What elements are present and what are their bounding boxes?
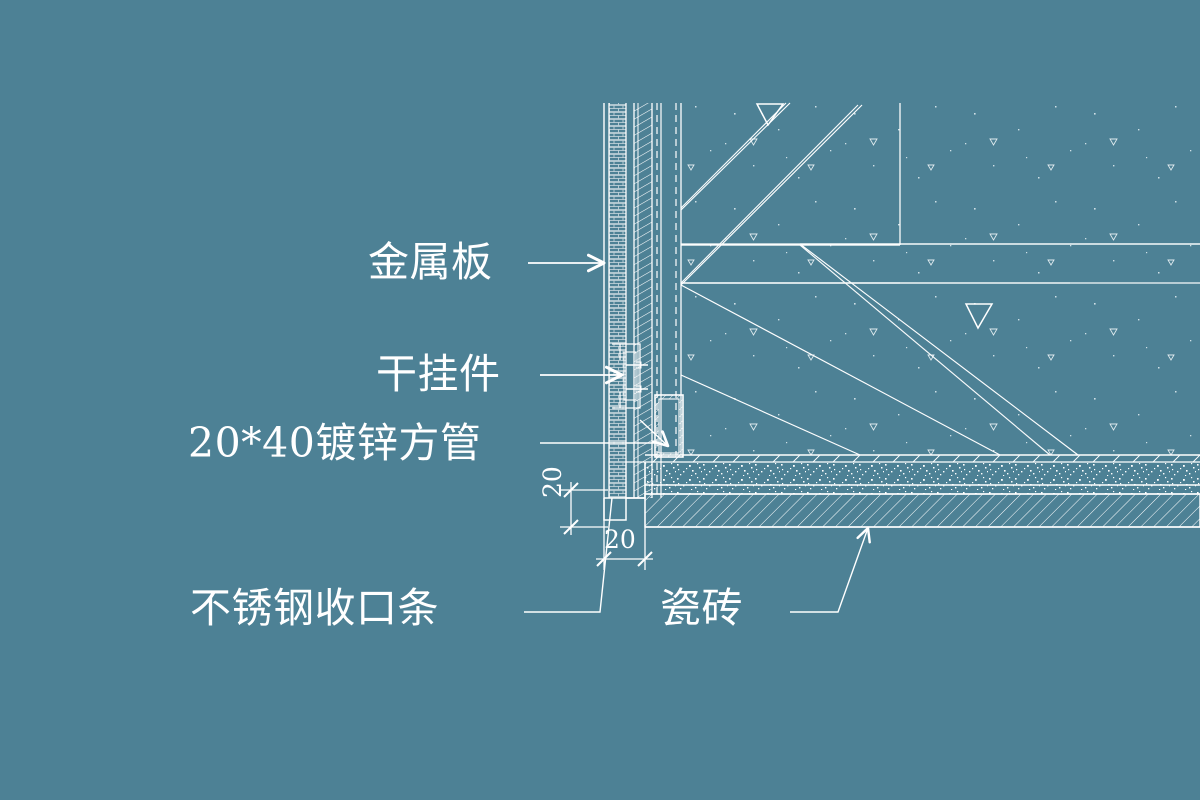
leader-galv-tube-arrow	[639, 419, 670, 448]
dim-tick-h-left	[596, 551, 612, 567]
label-tile: 瓷砖	[660, 584, 743, 632]
dim-tick-h-right	[637, 551, 653, 567]
dim-tick-v-top	[563, 482, 579, 498]
leader-tile	[790, 526, 871, 613]
floor-buildup	[644, 454, 1200, 528]
dimension-value-horizontal: 20	[604, 525, 636, 554]
label-dry-hanger: 干挂件	[376, 350, 501, 398]
concrete-delta-symbols	[755, 103, 994, 330]
label-metal-panel: 金属板	[368, 238, 493, 286]
dimension-group	[560, 482, 653, 570]
wall-masonry-band	[609, 103, 626, 498]
screed-speckle-layer	[645, 485, 1200, 494]
dry-hanger-bracket	[612, 343, 648, 409]
wall-insulation-band	[634, 103, 652, 498]
dimension-value-vertical: 20	[538, 466, 567, 498]
concrete-structure-region	[680, 102, 1200, 456]
galvanized-square-tube	[654, 394, 684, 458]
concrete-slab-layer	[645, 494, 1200, 527]
mortar-bed-layer	[645, 462, 1200, 485]
dim-tick-v-bottom	[563, 519, 579, 535]
leader-lines-group	[524, 253, 871, 613]
label-galvanized-square-tube: 20*40镀锌方管	[188, 419, 482, 467]
leader-stainless-trim	[524, 497, 613, 613]
structure-section-lines	[680, 102, 1200, 456]
tile-layer-hatch	[652, 454, 1200, 463]
label-stainless-steel-trim: 不锈钢收口条	[190, 584, 439, 632]
